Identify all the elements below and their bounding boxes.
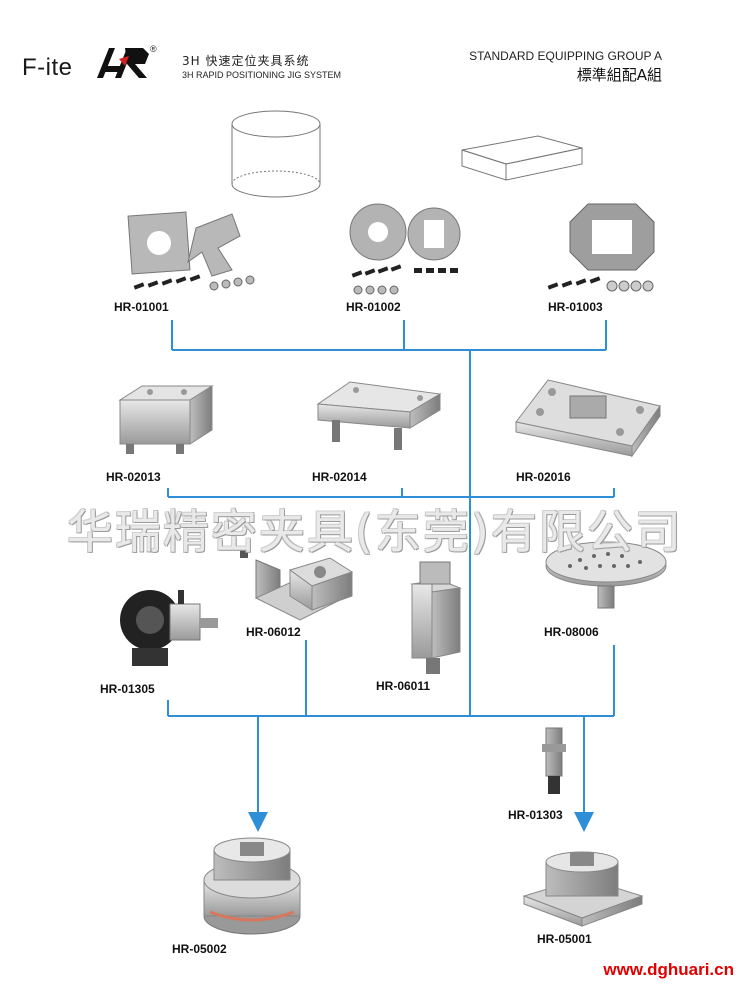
part-hr02016-icon (515, 379, 661, 458)
system-title-cn: 3H 快速定位夹具系统 (182, 54, 310, 68)
part-hr01001-icon (127, 211, 255, 291)
system-title-en: 3H RAPID POSITIONING JIG SYSTEM (182, 70, 342, 80)
cylinder-workpiece-icon (231, 110, 321, 198)
part-hr06012-icon (240, 546, 354, 621)
part-label-hr01305: HR-01305 (100, 682, 155, 696)
part-label-hr01003: HR-01003 (548, 300, 603, 314)
registered-mark-icon: ® (150, 44, 157, 54)
part-hr02014-icon (316, 381, 442, 450)
part-label-hr06012: HR-06012 (246, 625, 301, 639)
part-hr01305-icon (120, 590, 218, 666)
group-title-cn: 標準組配A組 (576, 66, 662, 84)
part-label-hr02014: HR-02014 (312, 470, 367, 484)
website-link[interactable]: www.dghuari.cn (603, 960, 734, 979)
part-label-hr05001: HR-05001 (537, 932, 592, 946)
group-title-en: STANDARD EQUIPPING GROUP A (469, 49, 662, 63)
part-label-hr01303: HR-01303 (508, 808, 563, 822)
company-watermark: 华瑞精密夹具(东莞)有限公司 (67, 505, 683, 559)
part-label-hr06011: HR-06011 (376, 679, 431, 693)
part-hr08006-icon (545, 541, 667, 609)
part-hr02013-icon (118, 385, 214, 454)
part-hr05002-icon (203, 837, 301, 935)
part-label-hr01002: HR-01002 (346, 300, 401, 314)
part-hr05001-icon (522, 851, 644, 927)
block-workpiece-icon (461, 135, 583, 181)
part-hr01002-icon (349, 203, 461, 295)
connector-lines (167, 320, 615, 832)
part-hr01003-icon (547, 203, 655, 292)
part-label-hr01001: HR-01001 (114, 300, 169, 314)
brand-name: F-ite (22, 54, 73, 81)
part-label-hr08006: HR-08006 (544, 625, 599, 639)
part-label-hr02016: HR-02016 (516, 470, 571, 484)
part-label-hr02013: HR-02013 (106, 470, 161, 484)
part-label-hr05002: HR-05002 (172, 942, 227, 956)
part-hr01303-icon (542, 727, 566, 794)
hr-logo-icon (97, 48, 149, 78)
part-hr06011-icon (410, 561, 462, 674)
